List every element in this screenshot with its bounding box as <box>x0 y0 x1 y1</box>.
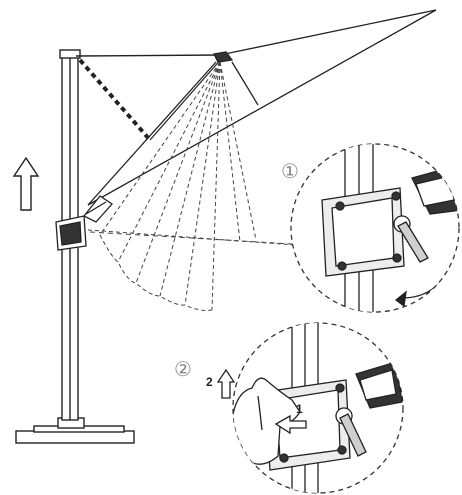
crank-handle-icon <box>55 195 113 251</box>
canopy-open <box>87 9 437 206</box>
canopy-ribs-dashed <box>87 61 297 311</box>
callout-2: 1 2 ② <box>174 322 404 494</box>
up-arrow-small-icon <box>216 368 236 399</box>
step-1-marker: ① <box>281 159 299 183</box>
umbrella-base <box>15 417 135 444</box>
push-step-number: 1 <box>296 402 303 416</box>
push-arrow-icon <box>274 414 307 435</box>
lift-step-number: 2 <box>206 375 213 389</box>
up-arrow-icon <box>12 156 40 211</box>
callout-1: ① <box>89 143 460 313</box>
step-2-marker: ② <box>174 357 192 381</box>
umbrella-arm <box>75 54 223 142</box>
